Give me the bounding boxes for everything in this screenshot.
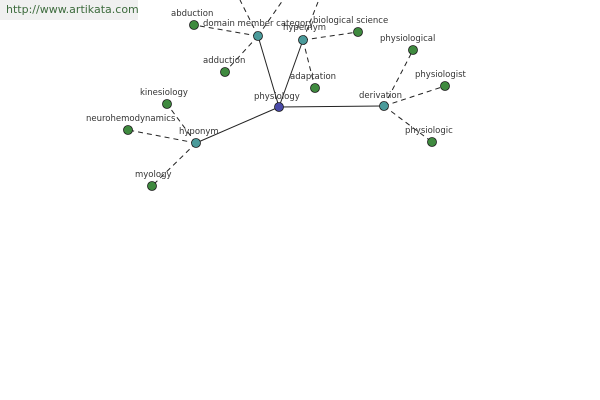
- term-label-hypernym-1[interactable]: adaptation: [290, 72, 336, 82]
- edge-derivation-term-2: [383, 105, 433, 143]
- term-node-hyponym-2[interactable]: [147, 181, 157, 191]
- term-label-domain-1[interactable]: adduction: [203, 56, 245, 66]
- edge-hyponym-term-1: [127, 129, 197, 144]
- term-label-derivation-1[interactable]: physiologist: [415, 70, 467, 80]
- term-node-hyponym-1[interactable]: [123, 125, 133, 135]
- edge-center-derivation: [278, 105, 385, 108]
- edge-center-domain: [257, 35, 280, 108]
- relation-label-domain[interactable]: domain member category: [203, 19, 314, 29]
- term-node-derivation-1[interactable]: [440, 81, 450, 91]
- center-label[interactable]: physiology: [254, 92, 300, 102]
- edge-hypernym-term-0: [302, 31, 359, 41]
- term-node-derivation-2[interactable]: [427, 137, 437, 147]
- watermark-link[interactable]: http://www.artikata.com: [0, 0, 139, 20]
- term-node-hypernym-1[interactable]: [310, 83, 320, 93]
- relation-node-hyponym[interactable]: [191, 138, 201, 148]
- edge-center-hypernym: [278, 39, 304, 108]
- term-node-derivation-0[interactable]: [408, 45, 418, 55]
- graph-edges: [127, 0, 446, 187]
- term-label-hyponym-0[interactable]: kinesiology: [140, 88, 188, 98]
- relation-label-hypernym[interactable]: hypernym: [283, 23, 326, 33]
- term-label-domain-0[interactable]: abduction: [171, 9, 213, 19]
- relation-label-derivation[interactable]: derivation: [359, 91, 402, 101]
- term-node-hyponym-0[interactable]: [162, 99, 172, 109]
- edge-hyponym-term-0: [166, 103, 197, 144]
- term-label-derivation-0[interactable]: physiological: [380, 34, 435, 44]
- stray-edge-0: [239, 0, 259, 37]
- term-label-hypernym-0[interactable]: biological science: [313, 16, 388, 26]
- edge-center-hyponym: [195, 106, 280, 144]
- stray-edge-2: [257, 0, 284, 37]
- graph-labels: abduction adduction domain member category…: [86, 9, 467, 180]
- center-node[interactable]: [274, 102, 284, 112]
- relation-node-hypernym[interactable]: [298, 35, 308, 45]
- edge-domain-term-0: [193, 24, 259, 37]
- term-label-hyponym-2[interactable]: myology: [135, 170, 172, 180]
- edge-derivation-term-0: [383, 49, 414, 107]
- edge-derivation-term-1: [383, 85, 446, 107]
- graph-nodes: [123, 20, 450, 191]
- relation-node-derivation[interactable]: [379, 101, 389, 111]
- relation-label-hyponym[interactable]: hyponym: [179, 127, 219, 137]
- term-label-derivation-2[interactable]: physiologic: [405, 126, 453, 136]
- relation-node-domain[interactable]: [253, 31, 263, 41]
- term-node-domain-0[interactable]: [189, 20, 199, 30]
- term-node-hypernym-0[interactable]: [353, 27, 363, 37]
- edge-domain-term-1: [224, 35, 259, 73]
- stray-edge-1: [302, 1, 319, 41]
- term-node-domain-1[interactable]: [220, 67, 230, 77]
- term-label-hyponym-1[interactable]: neurohemodynamics: [86, 114, 176, 124]
- edge-hyponym-term-2: [151, 142, 197, 187]
